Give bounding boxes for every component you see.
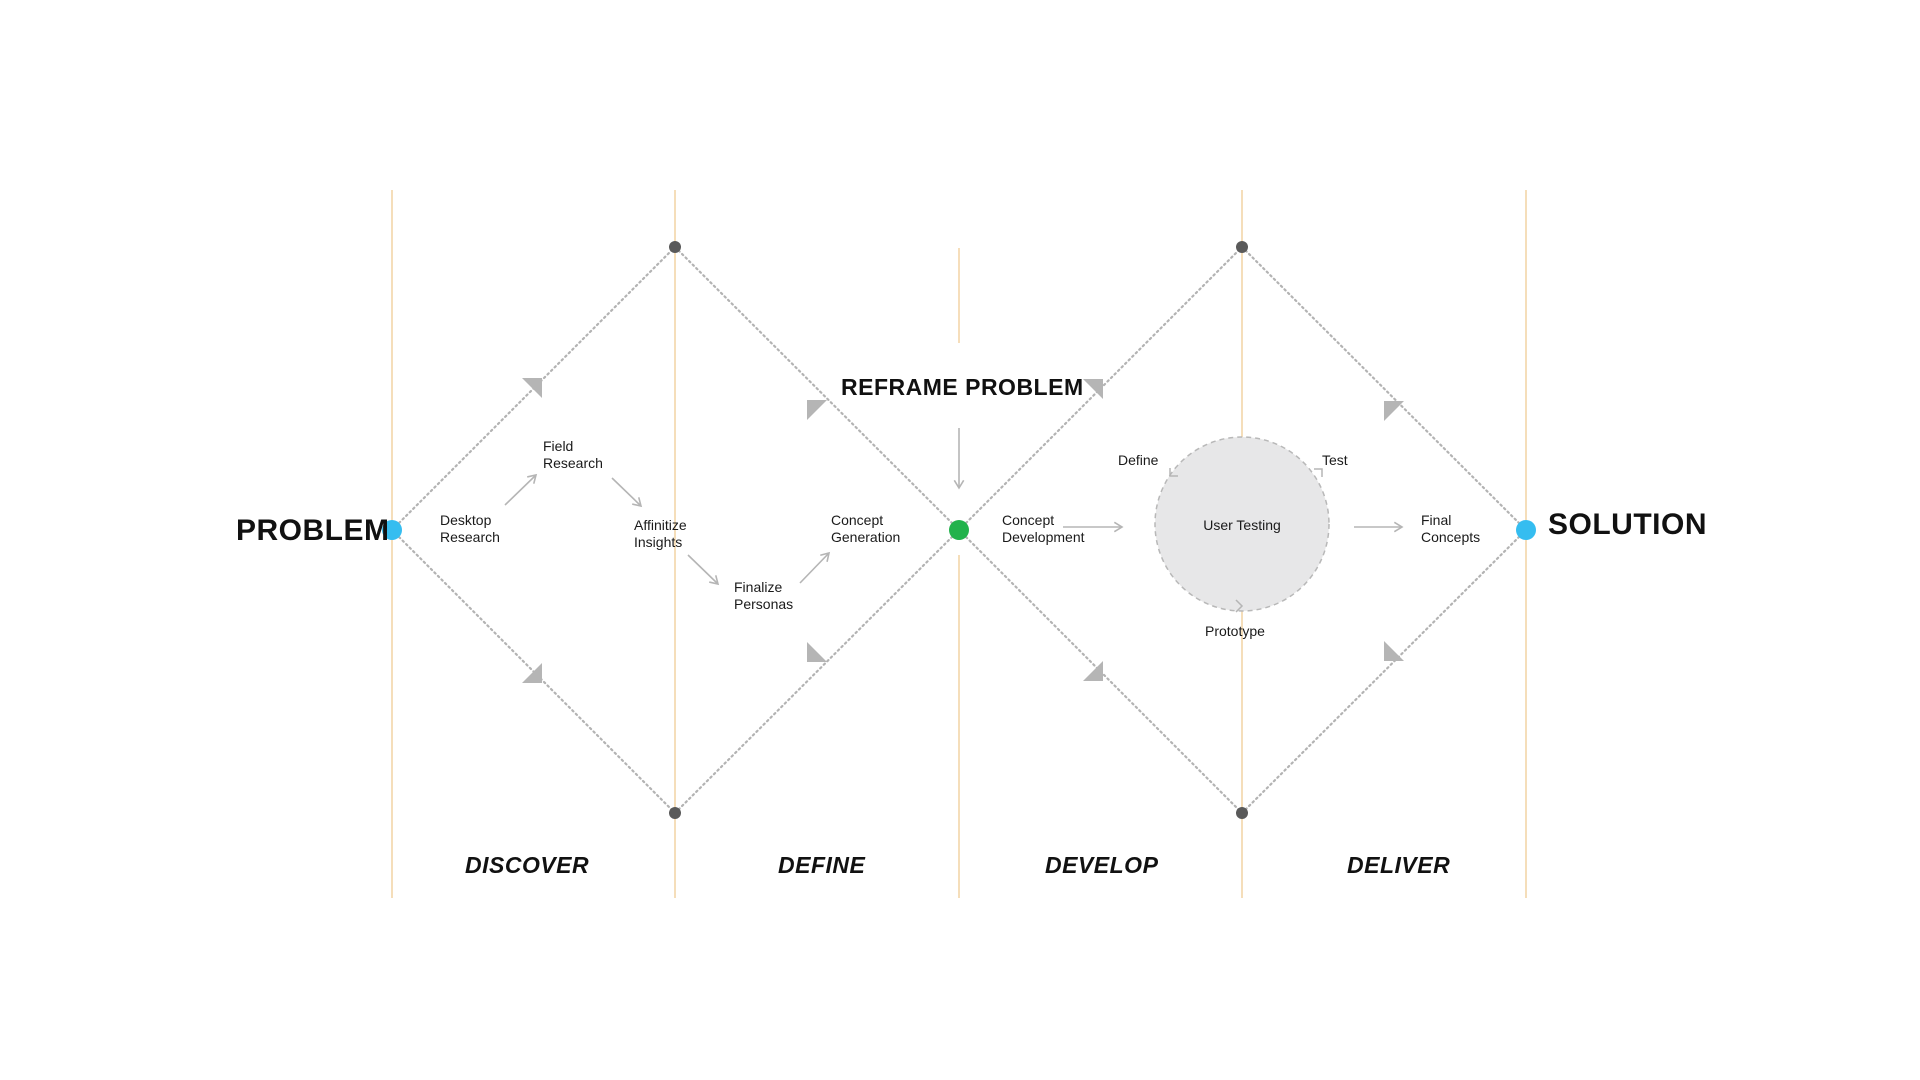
cycle-test: Test [1322,452,1348,468]
vertex-dot-icon [1236,807,1248,819]
step-finalize-personas: Finalize Personas [734,579,793,613]
flow-arrow-icon [611,477,643,508]
triangle-arrow-icon [1083,661,1103,681]
arrow-head [709,575,720,586]
arrow-head [820,551,831,562]
reframe-problem-label: REFRAME PROBLEM [841,374,1084,400]
step-line: Affinitize [634,517,687,533]
cycle-define: Define [1118,452,1159,468]
step-line: Desktop [440,512,492,528]
step-desktop-research: Desktop Research [440,512,500,546]
triangle-arrow-icon [1384,641,1404,661]
step-line: Field [543,438,574,454]
flow-arrow-icon [799,551,831,584]
arrow-head [1393,521,1404,533]
cycle-user-testing: User Testing [1203,517,1281,533]
vertex-dot-icon [1236,241,1248,253]
arrow-head [527,473,538,484]
reframe-node [949,520,969,540]
flow-arrow-icon [953,428,965,490]
step-line: Finalize [734,579,783,595]
step-affinitize-insights: Affinitize Insights [634,517,687,551]
triangle-arrow-icon [1384,401,1404,421]
phase-discover: DISCOVER [465,852,590,878]
flow-arrow-icon [1063,521,1124,533]
vertex-dot-icon [669,807,681,819]
arrow-shaft [504,474,537,506]
arrow-head [632,497,643,508]
step-line: Generation [831,529,901,545]
step-line: Research [543,455,603,471]
step-line: Concepts [1421,529,1481,545]
phase-develop: DEVELOP [1045,852,1159,878]
cycle-arrow-icon [1314,468,1323,477]
flow-arrow-icon [504,473,538,506]
user-testing-cycle [1154,436,1330,613]
triangle-arrow-icon [807,400,827,420]
triangle-arrow-icon [522,663,542,683]
diamond-edge [1240,245,1528,532]
arrow-shaft [799,552,830,584]
diamond-edge [1240,528,1528,815]
flow-arrows [504,428,1404,586]
arrow-head [1113,521,1124,533]
problem-label: PROBLEM [236,514,390,547]
solution-label: SOLUTION [1548,508,1707,541]
step-field-research: Field Research [543,438,603,472]
phase-define: DEFINE [778,852,866,878]
step-line: Concept [831,512,884,528]
problem-node [382,520,402,540]
step-final-concepts: Final Concepts [1421,512,1480,546]
diagram-nodes [382,241,1536,819]
flow-arrow-icon [687,554,720,586]
step-concept-generation: Concept Generation [831,512,900,546]
arrow-head [953,479,965,490]
cycle-prototype: Prototype [1205,623,1265,639]
step-line: Final [1421,512,1452,528]
phase-deliver: DELIVER [1347,852,1451,878]
step-line: Development [1002,529,1085,545]
triangle-arrow-icon [1083,379,1103,399]
step-concept-development: Concept Development [1002,512,1085,546]
vertex-dot-icon [669,241,681,253]
phase-guide-lines [391,190,1527,898]
solution-node [1516,520,1536,540]
diamond-edge [673,528,961,815]
direction-triangles [522,378,1404,683]
arrow-shaft [687,554,719,585]
arrow-shaft [611,477,642,507]
step-line: Concept [1002,512,1055,528]
triangle-arrow-icon [807,642,827,662]
diamond-edge [673,245,961,532]
step-line: Insights [634,534,683,550]
step-line: Research [440,529,500,545]
triangle-arrow-icon [522,378,542,398]
cycle-arrow-icon [1169,468,1178,477]
step-line: Personas [734,596,794,612]
user-testing-circle [1154,436,1330,612]
cycle-arrow-icon [1235,599,1244,613]
flow-arrow-icon [1354,521,1404,533]
